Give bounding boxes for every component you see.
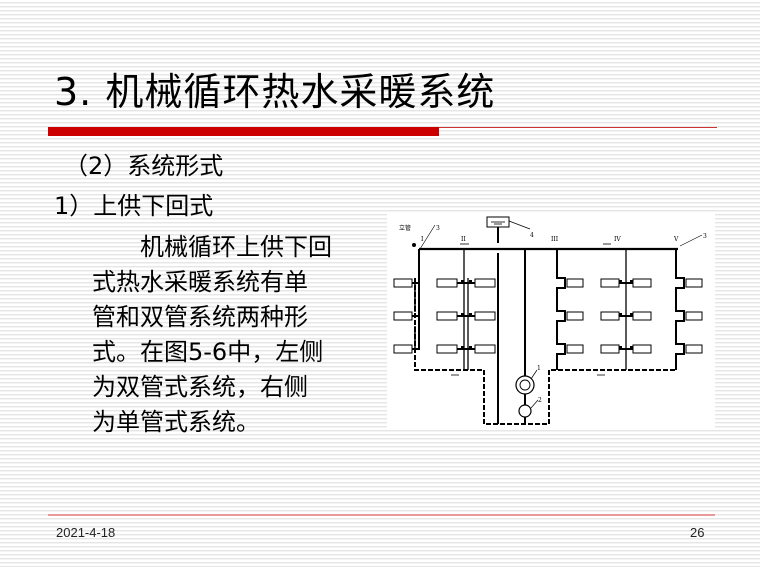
paragraph-line: 为单管式系统。 <box>92 408 260 436</box>
title-underline-thick <box>48 127 439 136</box>
paragraph-line: 为双管式系统，右侧 <box>92 373 308 401</box>
label-riser-IV: IV <box>614 236 621 243</box>
subsection-heading: 1）上供下回式 <box>54 192 214 220</box>
label-air-vent-right: 3 <box>703 233 707 240</box>
page-number: 26 <box>690 525 705 540</box>
label-riser-II: II <box>461 236 466 243</box>
label-boiler: 2 <box>538 397 542 404</box>
heating-system-diagram: 立管 I II III IV V 3 3 4 1 2 <box>387 213 715 430</box>
paragraph-line: 式。在图5-6中，左侧 <box>92 338 324 366</box>
label-pump: 1 <box>537 365 541 372</box>
label-riser: 立管 <box>399 224 411 232</box>
label-expansion-tank: 4 <box>530 232 534 239</box>
paragraph-line: 机械循环上供下回 <box>140 233 332 261</box>
paragraph-line: 管和双管系统两种形 <box>92 303 308 331</box>
label-riser-I: I <box>421 236 424 243</box>
label-riser-III: III <box>551 236 559 243</box>
body-paragraph: 机械循环上供下回 式热水采暖系统有单 管和双管系统两种形 式。在图5-6中，左侧… <box>92 230 367 440</box>
slide-title: 3. 机械循环热水采暖系统 <box>54 70 496 114</box>
section-heading: （2）系统形式 <box>64 152 224 180</box>
label-air-vent-left: 3 <box>436 225 440 232</box>
footer-date: 2021-4-18 <box>56 525 116 540</box>
label-riser-V: V <box>673 236 679 243</box>
paragraph-line: 式热水采暖系统有单 <box>92 268 308 296</box>
footer-divider <box>48 514 715 516</box>
title-underline-thin <box>439 127 717 128</box>
